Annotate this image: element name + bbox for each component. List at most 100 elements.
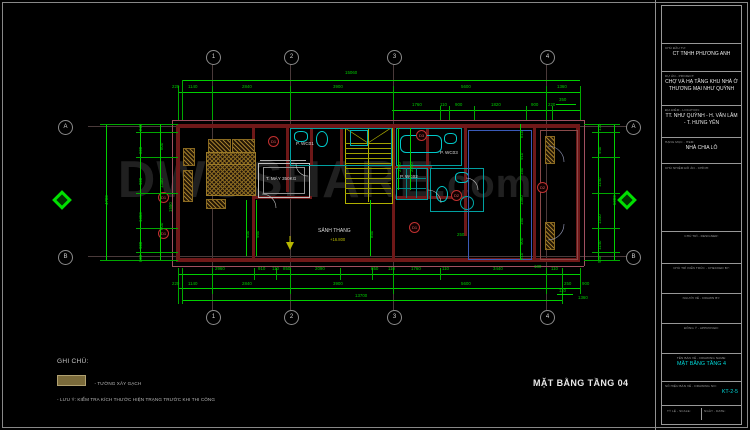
grid-bubble-b-right[interactable]: B	[626, 250, 641, 265]
dim-tick-l5	[136, 228, 178, 229]
title-block-frame: CHỦ ĐẦU TƯ: CT TNHH PHƯƠNG ANH DỰ ÁN - P…	[661, 5, 742, 425]
dim-left-6: 600	[138, 254, 143, 262]
grid-bubble-4-top[interactable]: 4	[540, 50, 555, 65]
partition-wall-h3	[392, 166, 432, 169]
grid-bubble-1-bottom[interactable]: 1	[206, 310, 221, 325]
dim-line-room-v-a	[398, 128, 399, 190]
partition-wall-6	[426, 126, 429, 196]
grid-bubble-b-left[interactable]: B	[58, 250, 73, 265]
tb-sheet-no-value: KT-2-5	[721, 389, 738, 395]
tb-location-value-2: - T. HƯNG YÊN	[683, 119, 720, 126]
dim-bot-sub-4: 850	[283, 266, 291, 271]
exterior-wall-right	[576, 124, 580, 262]
dim-left-4: 1350	[138, 212, 143, 222]
stair-tread-4	[345, 158, 391, 159]
door-mark-d1-d[interactable]: D1	[409, 222, 420, 233]
exterior-wall-bottom	[176, 258, 580, 262]
partition-wall-8	[533, 126, 536, 260]
dim-tick-r1	[584, 124, 620, 125]
grid-bubble-3-bottom[interactable]: 3	[387, 310, 402, 325]
door-mark-d2-b[interactable]: D2	[537, 182, 548, 193]
dim-line-top-overall	[182, 80, 580, 81]
dim-bot-1: 220	[172, 281, 180, 286]
dim-line-left-chain	[140, 124, 141, 260]
wc01-enclosure	[290, 128, 392, 166]
door-mark-d2-a[interactable]: D2	[451, 190, 462, 201]
room-label-machine-room: T. MÁY 350KG	[266, 176, 297, 181]
dim-line-room-v-c	[370, 200, 371, 256]
dim-tick-b8	[372, 268, 373, 280]
tb-investor-label: CHỦ NHIỆM ĐỒ ÁN - CHÍNH:	[665, 166, 709, 170]
tb-scale-cell: TỶ LỆ - SCALE:	[665, 408, 702, 420]
dim-room-v-6: 1550	[168, 202, 173, 212]
dim-bot-4: 3900	[333, 281, 343, 286]
tb-sheet-name-label: TÊN BẢN VẼ - DRAWING NAME:	[676, 356, 727, 360]
door-mark-d1-a[interactable]: D1	[158, 192, 169, 203]
grid-bubble-3-top[interactable]: 3	[387, 50, 402, 65]
floor-drain	[460, 196, 474, 210]
dim-room-v-1: 2760	[397, 162, 402, 172]
grid-bubble-a-right[interactable]: A	[626, 120, 641, 135]
furniture-wardrobe	[183, 170, 193, 202]
partition-wall-2	[286, 126, 289, 192]
dim-bot-1360: 1360	[578, 295, 588, 300]
room-label-wc02: P. WC02	[400, 174, 418, 179]
dim-bot-sub-5: 2090	[315, 266, 325, 271]
dim-left-2: 600	[138, 146, 143, 154]
partition-wall-4	[340, 126, 343, 166]
dim-line-top-sub	[392, 110, 580, 111]
dim-line-bot-chain	[178, 288, 580, 289]
dim-misc-180: 180	[534, 264, 542, 269]
dim-right-overall: 5000	[612, 195, 617, 205]
dim-line-top-chain	[178, 92, 580, 93]
dim-tick-b9	[393, 268, 394, 294]
dim-tick-b10	[440, 268, 441, 280]
dim-room-v-2: 2840	[409, 162, 414, 172]
slab-edge-bottom	[172, 266, 584, 267]
dim-bot-sub-2: 910	[258, 266, 266, 271]
door-mark-d3[interactable]: D3	[416, 130, 427, 141]
grid-bubble-a-left[interactable]: A	[58, 120, 73, 135]
door-mark-d1-c[interactable]: D1	[268, 136, 279, 147]
slab-edge-right	[584, 120, 585, 266]
light-well	[468, 130, 532, 260]
stair-tread-8	[345, 178, 391, 179]
slab-edge-top	[172, 120, 584, 121]
tb-scale-label: TỶ LỆ - SCALE:	[667, 409, 691, 413]
washbasin-2	[444, 133, 457, 144]
dim-top-overall: 15060	[345, 70, 358, 75]
dim-top-4: 3900	[333, 84, 343, 89]
tb-approved-cell: ĐỒNG Ý - APPROVED:	[662, 324, 741, 354]
grid-bubble-1-top[interactable]: 1	[206, 50, 221, 65]
room-label-wc01: P. WC01	[296, 141, 314, 146]
dim-inner-right-2: 910	[519, 152, 524, 160]
dim-tick-b2	[182, 268, 183, 304]
tile-line-v2	[416, 168, 417, 198]
grid-bubble-4-bottom[interactable]: 4	[540, 310, 555, 325]
stair-tread-6	[345, 168, 391, 169]
dim-bot-sub-7: 110	[388, 266, 395, 271]
dim-tick-b3	[212, 268, 213, 294]
grid-line-2	[290, 58, 291, 323]
room-label-stair-lobby: SẢNH THANG	[318, 228, 351, 234]
tb-designer-cell: CHỦ TRÌ - DESIGNER:	[662, 232, 741, 264]
dim-tick-r7	[584, 260, 620, 261]
dim-bot-110: 110	[559, 288, 566, 293]
elevator-machine-room	[258, 163, 310, 198]
grid-bubble-2-bottom[interactable]: 2	[284, 310, 299, 325]
stair-tread-10	[345, 188, 391, 189]
dim-tick-b5	[276, 268, 277, 280]
stair-tread-3	[345, 153, 391, 154]
shower-tray-1	[350, 130, 368, 146]
tb-designer-label: CHỦ TRÌ - DESIGNER:	[684, 234, 719, 238]
dim-top-1: 220	[172, 84, 180, 89]
notes-heading: GHI CHÚ:	[57, 358, 89, 365]
grid-bubble-2-top[interactable]: 2	[284, 50, 299, 65]
dim-left-3: 900	[138, 177, 143, 185]
stair-tread-5	[345, 163, 391, 164]
dim-top-sub-2: 110	[440, 102, 447, 107]
partition-wall-3	[310, 126, 313, 166]
tb-location-value-1: TT. NHƯ QUỲNH - H. VĂN LÂM	[665, 113, 738, 119]
furniture-desk	[206, 199, 226, 209]
dim-bot-6: 250	[564, 281, 572, 286]
